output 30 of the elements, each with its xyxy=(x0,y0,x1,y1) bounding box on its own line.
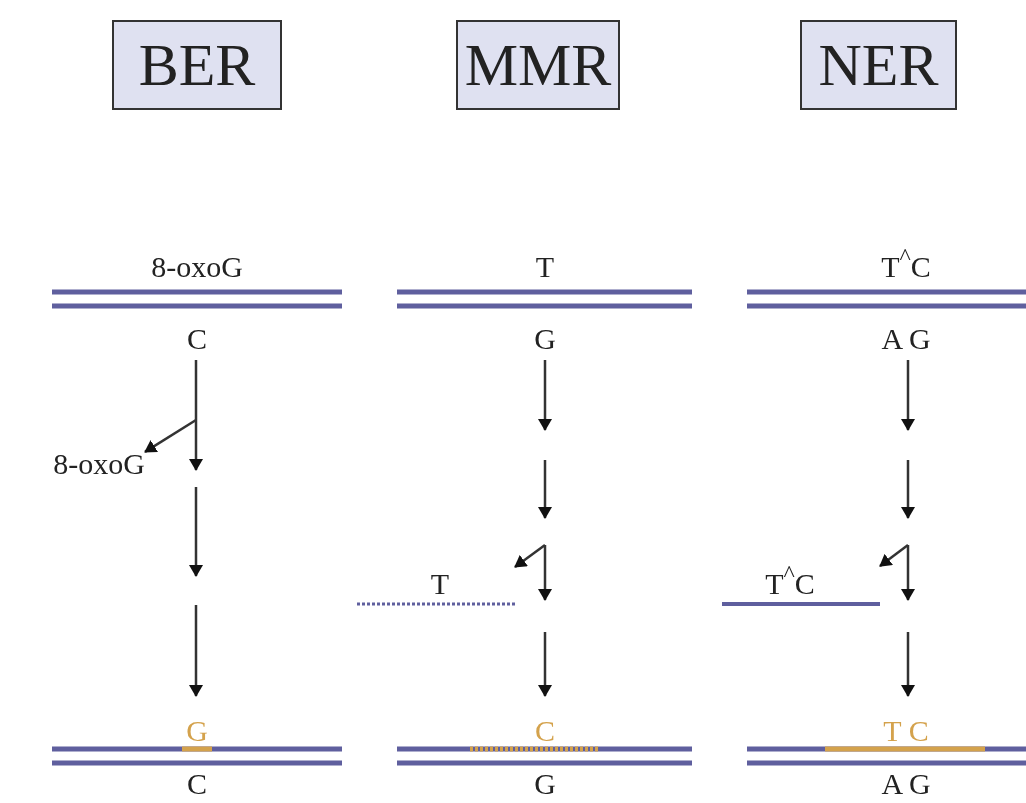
base-label: C xyxy=(186,767,208,801)
base-label: T C xyxy=(882,714,930,748)
arrow xyxy=(189,360,203,471)
arrow xyxy=(901,632,915,697)
base-label: G xyxy=(533,767,557,801)
arrow xyxy=(538,632,552,697)
arrow xyxy=(901,360,915,431)
base-label: G xyxy=(533,322,557,357)
heading-text: BER xyxy=(138,35,256,95)
arrow xyxy=(144,418,197,453)
heading-box xyxy=(800,20,957,110)
arrow xyxy=(189,605,203,697)
arrow xyxy=(538,360,552,431)
base-label: T xyxy=(534,250,556,284)
heading-text: NER xyxy=(818,35,939,95)
base-label: A G xyxy=(880,322,932,357)
base-label: A G xyxy=(880,767,932,801)
arrow xyxy=(879,544,909,568)
arrow xyxy=(514,544,546,568)
base-label: T$^{^}$C xyxy=(764,567,816,601)
base-label: G xyxy=(185,714,209,748)
base-label: 8-oxoG xyxy=(150,250,244,284)
base-label: C xyxy=(186,322,208,357)
base-label: C xyxy=(534,714,556,748)
base-label: T$^{^}$C xyxy=(880,250,932,284)
base-label: T xyxy=(429,567,451,601)
heading-box xyxy=(456,20,620,110)
base-label: 8-oxoG xyxy=(47,444,145,484)
heading-text: MMR xyxy=(464,35,612,95)
heading-box xyxy=(112,20,282,110)
